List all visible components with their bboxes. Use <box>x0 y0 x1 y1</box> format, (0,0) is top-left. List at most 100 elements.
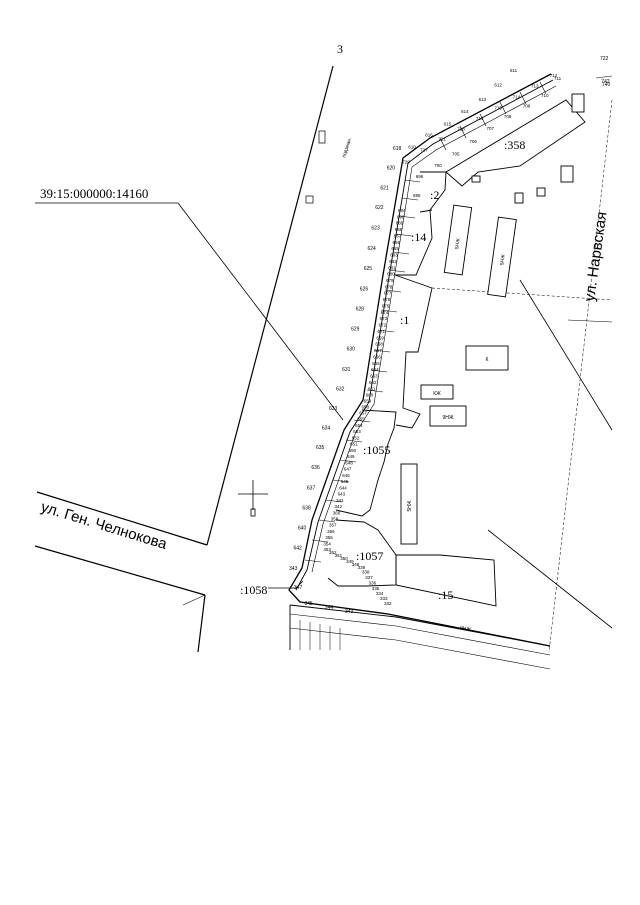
point-number: 679 <box>386 278 394 283</box>
plot-labels: :358 :2 :14 :1 :1055 :1057 :1058 :15 <box>240 138 525 602</box>
point-number: 333 <box>380 596 388 601</box>
point-number: 334 <box>376 591 384 596</box>
point-number: 341 <box>336 498 344 503</box>
point-number: 610 <box>408 144 416 149</box>
point-number: 644 <box>339 485 347 490</box>
parcel-subdivisions <box>304 81 547 563</box>
point-number: 660 <box>366 392 374 397</box>
svg-text:подземн.: подземн. <box>341 137 353 159</box>
point-number: 613 <box>479 97 487 102</box>
point-number: 681 <box>388 265 396 270</box>
leader-lines <box>35 202 344 589</box>
point-number: 700 <box>434 163 442 168</box>
point-number: 654 <box>355 423 363 428</box>
point-number: 650 <box>349 448 357 453</box>
point-number: 638 <box>302 505 311 511</box>
point-number: 657 <box>359 411 367 416</box>
point-number: 694 <box>398 208 406 213</box>
point-number: 611 <box>510 68 518 73</box>
point-numbers-top: 6116126136146156166107297277217187167157… <box>402 68 561 198</box>
svg-text::1057: :1057 <box>356 549 383 563</box>
point-number: 332 <box>384 601 392 606</box>
building-4 <box>465 345 509 371</box>
point-number: 673 <box>380 316 388 321</box>
building-1 <box>443 204 473 276</box>
point-number: 676 <box>383 297 391 302</box>
point-number: 696 <box>416 174 424 179</box>
point-number: 709 <box>523 104 531 109</box>
point-number: 337 <box>365 575 373 580</box>
point-number: 727 <box>420 148 428 153</box>
point-number: 695 <box>413 193 421 198</box>
point-number: 652 <box>352 435 360 440</box>
point-number: 360 <box>333 510 341 515</box>
svg-text:КЖ: КЖ <box>433 391 441 397</box>
road-edges <box>34 65 334 653</box>
point-number: 714 <box>513 94 521 99</box>
point-number: 658 <box>362 405 370 410</box>
point-number: 740 <box>602 82 611 88</box>
point-number: 651 <box>350 442 358 447</box>
point-number: 635 <box>316 445 325 451</box>
point-number: 708 <box>504 114 512 119</box>
point-number: 348 <box>352 562 360 567</box>
point-number: 620 <box>387 166 396 172</box>
point-number: 357 <box>329 523 337 528</box>
point-number: 689 <box>396 221 404 226</box>
svg-text:9НЖ: 9НЖ <box>459 625 471 633</box>
point-number: 690 <box>397 214 405 219</box>
point-number: 712 <box>550 73 558 78</box>
building-labels: 5НЖ 5НЖ КЖ К 9НЖ 5НЖ 9НЖ <box>407 238 507 633</box>
point-number: 648 <box>345 460 353 465</box>
point-number: 674 <box>381 310 389 315</box>
point-number: 729 <box>402 159 410 164</box>
point-number: 349 <box>346 559 354 564</box>
point-number: 669 <box>376 335 384 340</box>
point-number: 718 <box>457 126 465 131</box>
point-number: 707 <box>487 126 495 131</box>
point-number: 705 <box>452 151 460 156</box>
svg-text::2: :2 <box>430 188 439 202</box>
point-number: 649 <box>347 454 355 459</box>
building-3 <box>420 384 454 400</box>
point-number: 344 <box>325 605 334 611</box>
point-number: 675 <box>382 304 390 309</box>
point-number: 632 <box>336 387 345 393</box>
point-number: 659 <box>364 398 372 403</box>
right-boundaries <box>431 75 613 653</box>
point-number: 343 <box>289 566 298 572</box>
point-number: 629 <box>351 327 360 333</box>
point-number: 633 <box>329 406 338 412</box>
point-number: 667 <box>374 348 382 353</box>
point-number: 662 <box>369 380 377 385</box>
point-numbers-right: 6946906896886876866856836826816806796786… <box>323 208 406 606</box>
point-number: 618 <box>393 146 402 152</box>
point-number: 616 <box>425 132 433 137</box>
point-number: 351 <box>335 553 343 558</box>
point-number: 642 <box>294 546 303 552</box>
survey-cross-icon <box>238 480 268 517</box>
point-number: 634 <box>322 425 331 431</box>
point-number: 342 <box>335 504 343 509</box>
point-number: 622 <box>375 205 384 211</box>
point-number: 336 <box>369 580 377 585</box>
point-number: 646 <box>342 473 350 478</box>
svg-text:5НЖ: 5НЖ <box>499 254 507 266</box>
point-number: 630 <box>347 347 356 353</box>
small-buildings <box>471 93 585 204</box>
buildings <box>400 93 585 545</box>
svg-text::1055: :1055 <box>363 443 390 457</box>
point-number: 339 <box>358 565 366 570</box>
point-number: 715 <box>494 105 502 110</box>
point-number: 643 <box>338 492 346 497</box>
point-number: 688 <box>395 227 403 232</box>
point-number: 671 <box>378 329 386 334</box>
point-number: 626 <box>360 286 369 292</box>
point-number: 668 <box>375 342 383 347</box>
svg-text::14: :14 <box>411 230 426 244</box>
point-number: 343 <box>345 609 354 615</box>
cadastral-number: 39:15:000000:14160 <box>40 186 148 201</box>
point-number: 706 <box>469 139 477 144</box>
point-number: 354 <box>323 541 331 546</box>
